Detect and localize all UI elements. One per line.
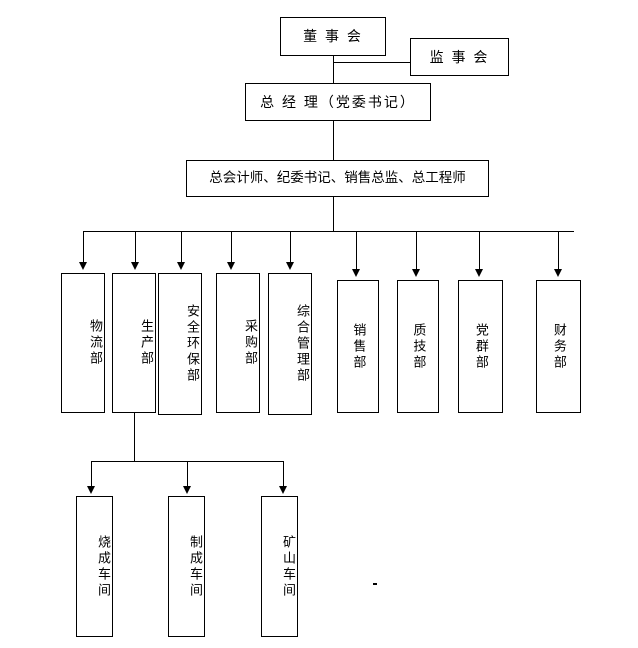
- department-logistics-box[interactable]: 物流部: [61, 273, 105, 413]
- workshop-mine-label: 矿山车间: [281, 534, 296, 599]
- department-safety-environment-box[interactable]: 安全环保部: [158, 273, 202, 415]
- arrow-production: [131, 262, 139, 270]
- senior-officers-box[interactable]: 总会计师、纪委书记、销售总监、总工程师: [186, 160, 489, 197]
- connector-gm-to-officers: [333, 121, 334, 160]
- scan-artifact-speck: [373, 583, 377, 585]
- workshop-mine-box[interactable]: 矿山车间: [261, 496, 298, 637]
- department-finance-box[interactable]: 财务部: [536, 280, 581, 413]
- general-manager-label: 总 经 理（党委书记）: [260, 93, 416, 110]
- arrow-procurement: [227, 262, 235, 270]
- drop-line-finance: [558, 231, 559, 270]
- connector-production-to-workshop-bus: [134, 413, 135, 461]
- department-party-affairs-box[interactable]: 党群部: [458, 280, 503, 413]
- workshop-manufacturing-label: 制成车间: [188, 534, 203, 599]
- department-sales-label: 销售部: [351, 322, 367, 371]
- drop-line-quality: [416, 231, 417, 270]
- drop-line-safety: [181, 231, 182, 263]
- department-general-administration-box[interactable]: 综合管理部: [268, 273, 312, 415]
- department-quality-technology-box[interactable]: 质技部: [397, 280, 439, 413]
- department-quality-technology-label: 质技部: [411, 322, 427, 371]
- arrow-logistics: [79, 262, 87, 270]
- board-of-supervisors-box[interactable]: 监 事 会: [410, 38, 509, 76]
- workshop-manufacturing-box[interactable]: 制成车间: [168, 496, 205, 637]
- general-manager-box[interactable]: 总 经 理（党委书记）: [245, 83, 431, 121]
- connector-officers-to-bus: [333, 197, 334, 231]
- board-of-directors-label: 董 事 会: [303, 28, 363, 45]
- arrow-workshop-firing: [87, 486, 95, 494]
- department-bus-line: [83, 231, 574, 232]
- board-of-supervisors-label: 监 事 会: [429, 48, 490, 65]
- department-procurement-box[interactable]: 采购部: [216, 273, 260, 413]
- department-production-box[interactable]: 生产部: [112, 273, 156, 413]
- arrow-workshop-mine: [279, 486, 287, 494]
- department-production-label: 生产部: [139, 319, 154, 367]
- arrow-finance: [554, 269, 562, 277]
- arrow-workshop-manufacturing: [183, 486, 191, 494]
- senior-officers-label: 总会计师、纪委书记、销售总监、总工程师: [209, 170, 466, 186]
- arrow-quality: [412, 269, 420, 277]
- department-finance-label: 财务部: [551, 322, 567, 371]
- workshop-firing-box[interactable]: 烧成车间: [76, 496, 113, 637]
- arrow-sales: [352, 269, 360, 277]
- drop-line-workshop-mine: [283, 461, 284, 487]
- department-sales-box[interactable]: 销售部: [337, 280, 379, 413]
- connector-board-to-gm: [333, 56, 334, 83]
- drop-line-party: [479, 231, 480, 270]
- drop-line-logistics: [83, 231, 84, 263]
- drop-line-production: [135, 231, 136, 263]
- arrow-general-admin: [286, 262, 294, 270]
- connector-board-to-supervisors: [333, 62, 411, 63]
- department-safety-environment-label: 安全环保部: [185, 304, 200, 384]
- arrow-party: [475, 269, 483, 277]
- department-procurement-label: 采购部: [243, 319, 258, 367]
- drop-line-workshop-manufacturing: [187, 461, 188, 487]
- drop-line-general-admin: [290, 231, 291, 263]
- board-of-directors-box[interactable]: 董 事 会: [280, 17, 386, 56]
- department-general-administration-label: 综合管理部: [295, 304, 310, 384]
- department-party-affairs-label: 党群部: [473, 322, 489, 371]
- drop-line-sales: [356, 231, 357, 270]
- department-logistics-label: 物流部: [88, 319, 103, 367]
- workshop-firing-label: 烧成车间: [96, 534, 111, 599]
- drop-line-workshop-firing: [91, 461, 92, 487]
- arrow-safety: [177, 262, 185, 270]
- drop-line-procurement: [231, 231, 232, 263]
